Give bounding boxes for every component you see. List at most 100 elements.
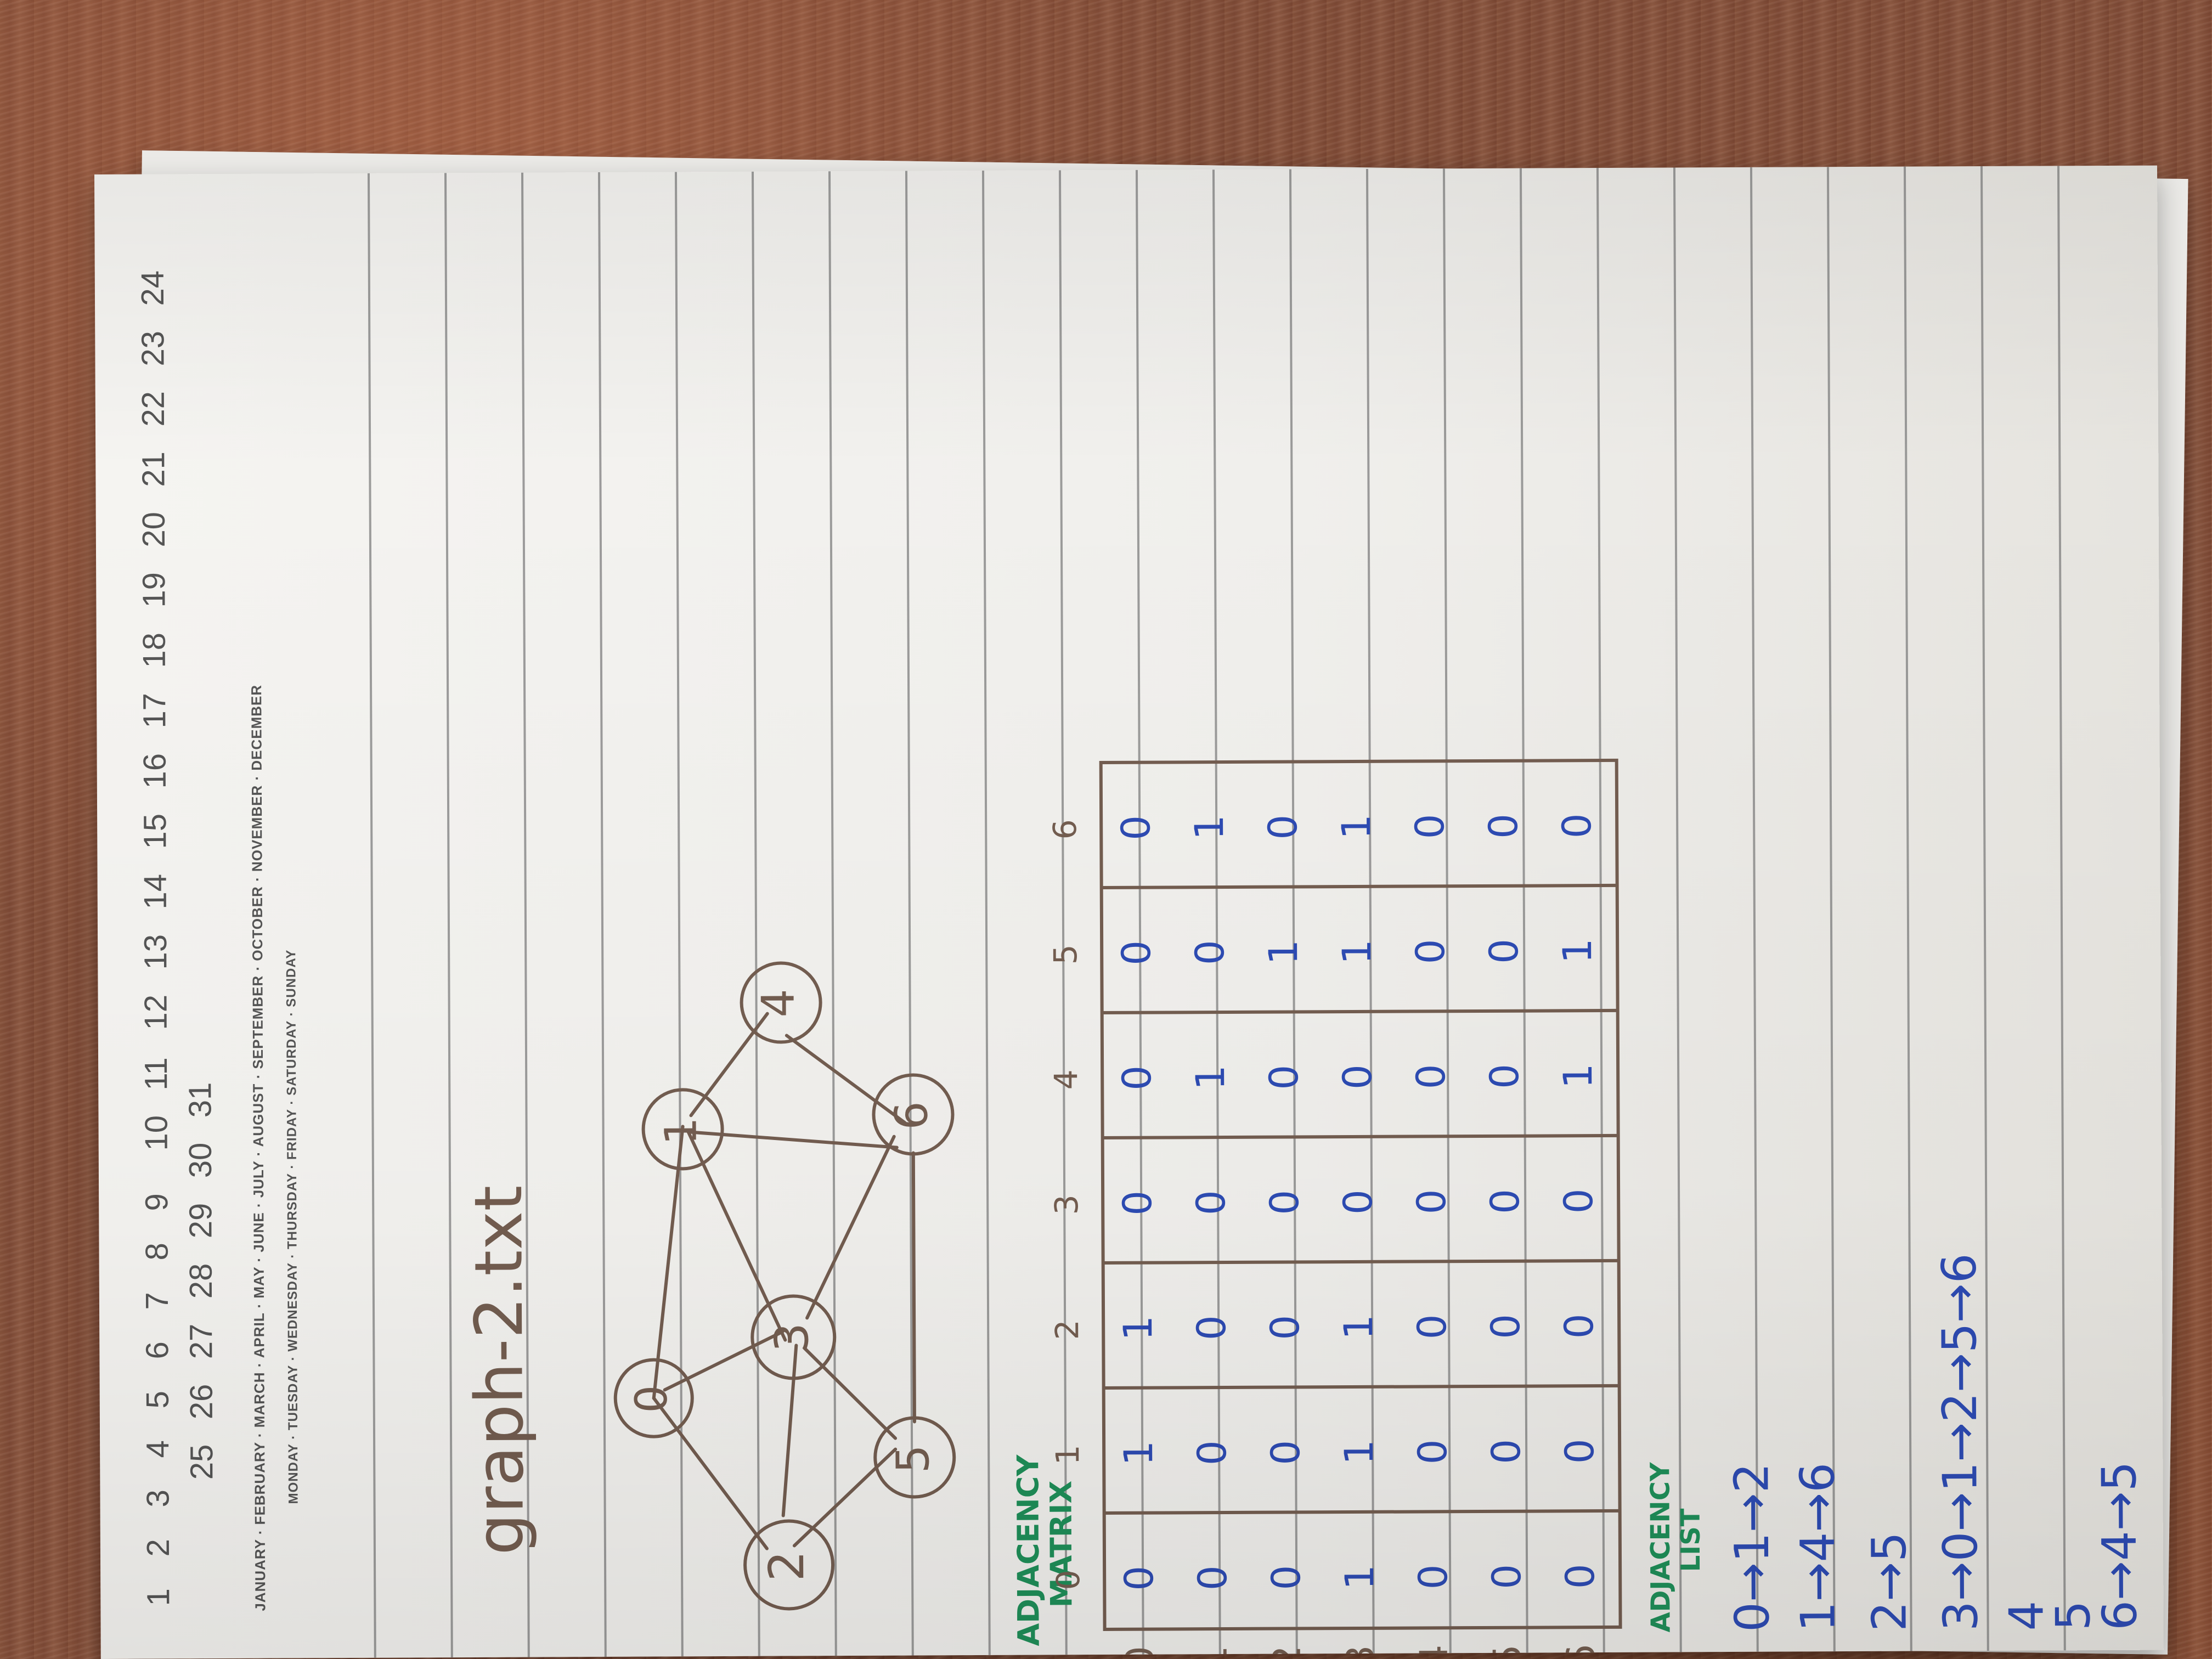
days-line: MONDAY · TUESDAY · WEDNESDAY · THURSDAY …	[284, 950, 301, 1504]
matrix-column-header: 1	[1049, 1444, 1086, 1465]
matrix-cell: 0	[1114, 1065, 1160, 1091]
matrix-cell: 1	[1336, 1565, 1383, 1590]
matrix-cell: 0	[1260, 815, 1306, 840]
graph-node-label: 1	[656, 1117, 707, 1145]
ruled-line	[828, 171, 837, 1656]
matrix-column-header: 5	[1047, 944, 1084, 964]
date-number: 12	[138, 995, 174, 1030]
graph-node	[613, 1358, 694, 1438]
matrix-cell: 0	[1556, 1438, 1602, 1464]
paper-drawing: 1 2 3 4 5 6 7 8 9 10 11 12 13 14 15 16 1…	[135, 166, 2148, 1659]
graph-edge	[805, 1135, 896, 1320]
graph-diagram	[613, 961, 956, 1611]
file-title: graph-2.txt	[461, 1185, 539, 1555]
matrix-column-header: 3	[1048, 1194, 1085, 1215]
ruled-line	[1826, 167, 1836, 1652]
graph-node-label: 0	[626, 1385, 677, 1413]
date-number: 16	[137, 753, 173, 789]
ruled-line	[1750, 167, 1759, 1652]
graph-node	[873, 1416, 956, 1499]
graph-node	[743, 1519, 835, 1611]
graph-edge	[652, 1396, 769, 1550]
ruled-line	[751, 171, 760, 1656]
ruled-line	[905, 171, 914, 1656]
date-number: 27	[183, 1324, 219, 1359]
adjacency-list: 0→1→2 1→4→6 2→5 3→0→1→2→5→6 4 5 6→4→5	[1724, 1253, 2147, 1632]
matrix-cell: 0	[1263, 1565, 1309, 1590]
matrix-cell: 1	[1335, 1314, 1381, 1340]
matrix-column-header: 6	[1046, 819, 1084, 839]
graph-edge	[792, 1447, 898, 1548]
matrix-cell: 0	[1262, 1315, 1308, 1340]
date-number: 10	[138, 1115, 174, 1151]
matrix-cell: 0	[1334, 1064, 1380, 1090]
date-number: 7	[139, 1292, 175, 1310]
ruled-line	[674, 172, 684, 1657]
matrix-cell: 0	[1187, 940, 1233, 965]
graph-node-label: 3	[765, 1323, 819, 1352]
adjacency-matrix-labels: ADJACENCY MATRIX	[1011, 1454, 1079, 1646]
list-label-line: LIST	[1675, 1508, 1707, 1572]
graph-edge	[652, 1125, 685, 1400]
matrix-cell: 1	[1187, 1065, 1233, 1090]
date-number: 11	[138, 1057, 174, 1091]
matrix-cell: 0	[1189, 1440, 1235, 1465]
adjacency-list-entry: 4	[1999, 1601, 2054, 1631]
matrix-cell: 0	[1557, 1564, 1603, 1589]
matrix-cell: 0	[1409, 1439, 1455, 1464]
matrix-cell: 0	[1189, 1565, 1235, 1590]
matrix-column-header: 0	[1049, 1570, 1087, 1590]
matrix-cell: 0	[1261, 1190, 1307, 1215]
matrix-cell: 1	[1115, 1316, 1161, 1341]
ruled-line	[444, 173, 453, 1658]
date-number: 1	[140, 1588, 176, 1606]
matrix-column-header: 4	[1047, 1069, 1085, 1090]
date-number: 21	[136, 452, 171, 487]
matrix-cell: 1	[1333, 814, 1379, 839]
matrix-cell: 0	[1483, 1564, 1530, 1589]
date-number: 15	[137, 814, 173, 849]
matrix-cell: 0	[1188, 1190, 1234, 1215]
ruled-lines	[367, 166, 2066, 1658]
ruled-line	[367, 173, 376, 1658]
adjacency-list-entry: 2→5	[1862, 1532, 1917, 1632]
calendar-strip: 1 2 3 4 5 6 7 8 9 10 11 12 13 14 15 16 1…	[135, 270, 301, 1611]
adjacency-list-entry: 1→4→6	[1790, 1463, 1846, 1632]
matrix-label-line: MATRIX	[1043, 1481, 1079, 1608]
matrix-cell: 0	[1555, 1188, 1601, 1214]
matrix-cell: 0	[1407, 939, 1453, 964]
date-number: 31	[182, 1082, 218, 1118]
list-label-line: ADJACENCY	[1645, 1462, 1676, 1633]
matrix-cell: 0	[1410, 1564, 1456, 1589]
ruled-line	[981, 170, 991, 1655]
matrix-cell: 1	[1334, 939, 1380, 964]
matrix-cell: 0	[1113, 940, 1159, 966]
matrix-row-divider	[1103, 1259, 1619, 1265]
matrix-cell: 0	[1407, 814, 1453, 839]
matrix-row-divider	[1101, 883, 1617, 890]
matrix-cell: 0	[1188, 1315, 1234, 1340]
matrix-cell: 0	[1116, 1566, 1162, 1591]
matrix-label-line: ADJACENCY	[1011, 1454, 1046, 1646]
date-number: 25	[184, 1444, 219, 1480]
matrix-cell: 0	[1482, 1314, 1528, 1339]
graph-edge	[781, 1344, 798, 1517]
title-area: graph-2.txt	[461, 1185, 539, 1555]
matrix-cell: 0	[1480, 814, 1526, 839]
matrix-cell: 1	[1555, 1063, 1601, 1088]
graph-labels: 0 1 2 3 4 5 6	[626, 989, 940, 1582]
matrix-row-divider	[1102, 1133, 1618, 1139]
matrix-column-header: 2	[1048, 1319, 1086, 1340]
graph-node-label: 4	[752, 989, 804, 1018]
matrix-cell: 1	[1115, 1441, 1161, 1466]
date-number: 20	[136, 512, 172, 548]
notebook-page: 1 2 3 4 5 6 7 8 9 10 11 12 13 14 15 16 1…	[94, 165, 2164, 1659]
matrix-cell: 0	[1409, 1314, 1455, 1339]
ruled-line	[1673, 167, 1682, 1652]
adjacency-list-labels: ADJACENCY LIST	[1645, 1462, 1706, 1633]
matrix-cell: 1	[1336, 1440, 1382, 1465]
ruled-line	[1058, 170, 1068, 1655]
matrix-cell: 0	[1481, 1064, 1527, 1089]
graph-edge	[803, 1346, 898, 1440]
